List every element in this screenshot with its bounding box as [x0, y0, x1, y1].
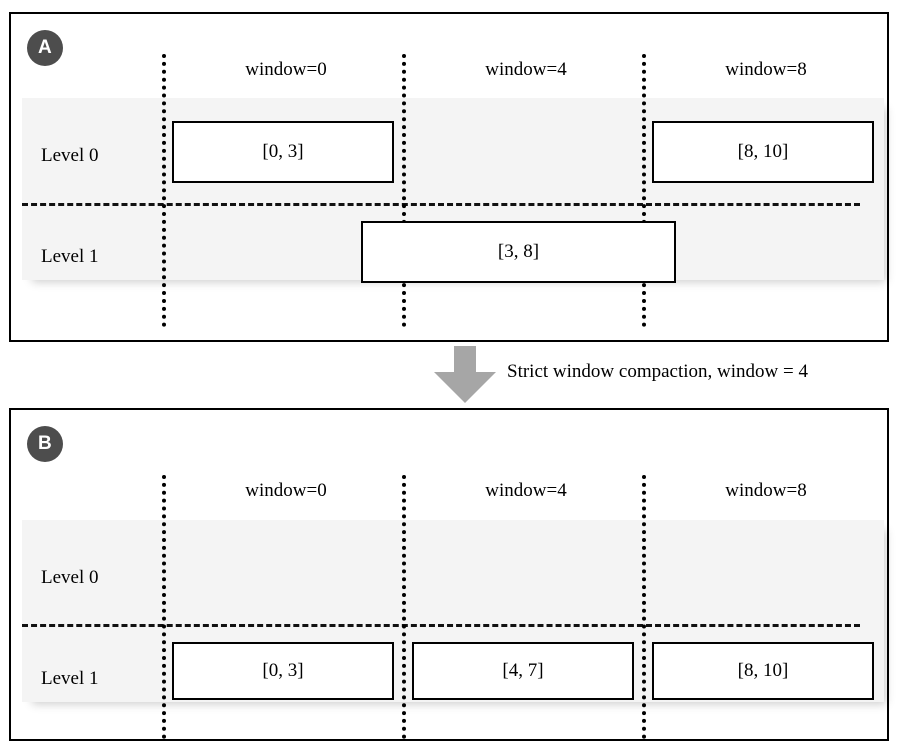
panel-a: A window=0 window=4 window=8 Level 0 Lev… — [9, 12, 889, 342]
panel-a-window-label-4: window=4 — [485, 59, 567, 80]
interval-box-level1-window4: [4, 7] — [412, 642, 634, 700]
panel-a-level-label-0: Level 0 — [41, 145, 99, 166]
panel-b-window-boundary-8 — [642, 475, 646, 739]
panel-a-window-boundary-0 — [162, 54, 166, 327]
panel-b: B window=0 window=4 window=8 Level 0 Lev… — [9, 408, 889, 741]
panel-b-badge: B — [27, 426, 63, 462]
interval-box-level0-window0: [0, 3] — [172, 121, 394, 183]
interval-box-level1-window8: [8, 10] — [652, 642, 874, 700]
panel-b-window-boundary-0 — [162, 475, 166, 739]
panel-a-window-boundary-4 — [402, 54, 406, 327]
panel-a-level-label-1: Level 1 — [41, 246, 99, 267]
transition-caption: Strict window compaction, window = 4 — [507, 361, 808, 382]
panel-a-window-label-0: window=0 — [245, 59, 327, 80]
interval-box-level1-window0: [0, 3] — [172, 642, 394, 700]
panel-b-window-label-0: window=0 — [245, 480, 327, 501]
arrow-down-icon — [434, 346, 496, 403]
panel-b-window-label-8: window=8 — [725, 480, 807, 501]
panel-a-level-divider — [22, 203, 860, 206]
panel-a-window-label-8: window=8 — [725, 59, 807, 80]
panel-a-window-boundary-8 — [642, 54, 646, 327]
panel-b-window-label-4: window=4 — [485, 480, 567, 501]
panel-a-badge: A — [27, 30, 63, 66]
panel-b-level-divider — [22, 624, 860, 627]
interval-box-level0-window8: [8, 10] — [652, 121, 874, 183]
interval-box-level1-window4: [3, 8] — [361, 221, 676, 283]
panel-b-level-label-1: Level 1 — [41, 668, 99, 689]
panel-b-level-label-0: Level 0 — [41, 567, 99, 588]
panel-b-window-boundary-4 — [402, 475, 406, 739]
transition-row: Strict window compaction, window = 4 — [0, 344, 906, 406]
